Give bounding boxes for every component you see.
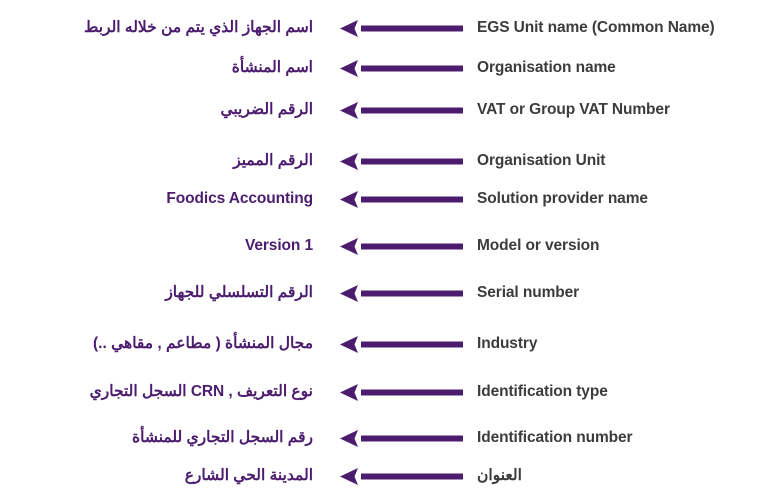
source-field-label: الرقم الضريبي xyxy=(220,101,313,118)
target-field-label: EGS Unit name (Common Name) xyxy=(477,19,715,36)
target-field-label: Solution provider name xyxy=(477,190,648,207)
mapping-row: الرقم المميز Organisation Unit xyxy=(0,146,760,176)
mapping-row: نوع التعريف , CRN السجل التجاري Identific… xyxy=(0,377,760,407)
target-field-label: Organisation name xyxy=(477,59,616,76)
source-field-label: اسم المنشأة xyxy=(231,59,313,76)
target-field-label: VAT or Group VAT Number xyxy=(477,101,670,118)
mapping-row: الرقم الضريبي VAT or Group VAT Number xyxy=(0,95,760,125)
arrow-left-icon xyxy=(339,336,463,353)
arrow-left-icon xyxy=(339,20,463,37)
source-field-label: رقم السجل التجاري للمنشأة xyxy=(132,429,313,446)
source-field-label: اسم الجهاز الذي يتم من خلاله الربط xyxy=(83,19,313,36)
source-field-label: الرقم المميز xyxy=(233,152,313,169)
source-field-label: نوع التعريف , CRN السجل التجاري xyxy=(89,383,313,400)
arrow-left-icon xyxy=(339,468,463,485)
source-field-label: مجال المنشأة ( مطاعم , مقاهي ..) xyxy=(93,335,313,352)
mapping-row: الرقم التسلسلي للجهاز Serial number xyxy=(0,278,760,308)
target-field-label: Organisation Unit xyxy=(477,152,606,169)
arrow-left-icon xyxy=(339,430,463,447)
target-field-label: Identification type xyxy=(477,383,608,400)
arrow-left-icon xyxy=(339,102,463,119)
arrow-left-icon xyxy=(339,153,463,170)
arrow-left-icon xyxy=(339,191,463,208)
arrow-left-icon xyxy=(339,285,463,302)
source-field-label: Foodics Accounting xyxy=(166,190,313,207)
mapping-row: مجال المنشأة ( مطاعم , مقاهي ..) Industry xyxy=(0,329,760,359)
source-field-label: المدينة الحي الشارع xyxy=(184,467,313,484)
source-field-label: Version 1 xyxy=(244,237,313,254)
target-field-label: Serial number xyxy=(477,284,580,301)
target-field-label: Industry xyxy=(477,335,538,352)
mapping-row: المدينة الحي الشارع العنوان xyxy=(0,461,760,491)
mapping-row: Foodics Accounting Solution provider name xyxy=(0,184,760,214)
arrow-left-icon xyxy=(339,238,463,255)
mapping-row: اسم المنشأة Organisation name xyxy=(0,53,760,83)
source-field-label: الرقم التسلسلي للجهاز xyxy=(165,284,313,301)
mapping-row: Version 1 Model or version xyxy=(0,231,760,261)
arrow-left-icon xyxy=(339,60,463,77)
target-field-label: Identification number xyxy=(477,429,633,446)
target-field-label: العنوان xyxy=(477,467,522,484)
arrow-left-icon xyxy=(339,384,463,401)
mapping-row: اسم الجهاز الذي يتم من خلاله الربط EGS Un… xyxy=(0,13,760,43)
mapping-row: رقم السجل التجاري للمنشأة Identification … xyxy=(0,423,760,453)
target-field-label: Model or version xyxy=(477,237,600,254)
